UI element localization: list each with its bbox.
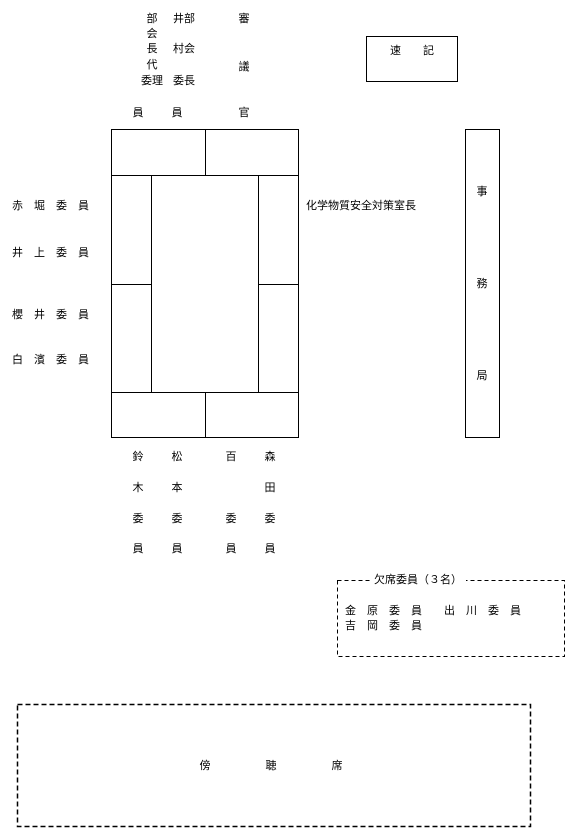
- stenographer-box: [366, 36, 458, 82]
- top-col1-line4: 代: [146, 58, 158, 71]
- bottom-m3-c3: 委: [225, 512, 237, 525]
- absent-title: 欠席委員（３名）: [370, 573, 466, 587]
- top-col1-line1: 部: [146, 12, 158, 25]
- stenographer-label: 速 記: [390, 44, 434, 57]
- bottom-m1-c2: 木: [132, 481, 144, 494]
- secretariat-char-3: 局: [476, 369, 488, 382]
- secretariat-char-2: 務: [476, 277, 488, 290]
- absent-row-1: 金 原 委 員 出 川 委 員: [345, 604, 521, 617]
- top-col2-line5: 委長: [173, 74, 195, 87]
- absent-row-2: 吉 岡 委 員: [345, 619, 422, 632]
- bottom-m4-c2: 田: [264, 481, 276, 494]
- top-col3-line7: 官: [238, 106, 250, 119]
- top-col2-line1: 井部: [173, 12, 195, 25]
- bottom-m2-c2: 本: [171, 481, 183, 494]
- gallery-box: [16, 703, 532, 828]
- bottom-m4-c4: 員: [264, 542, 276, 555]
- bottom-m4-c1: 森: [264, 450, 276, 463]
- top-col1-line7: 員: [132, 106, 144, 119]
- bottom-m2-c1: 松: [171, 450, 183, 463]
- secretariat-box: [465, 129, 500, 438]
- bottom-m2-c3: 委: [171, 512, 183, 525]
- bottom-m2-c4: 員: [171, 542, 183, 555]
- top-col2-line7: 員: [171, 106, 183, 119]
- gallery-label: 傍 聴 席: [199, 759, 343, 772]
- top-col1-line5: 委理: [141, 74, 163, 87]
- top-col3-line4: 議: [238, 60, 250, 73]
- left-member-3: 櫻 井 委 員: [12, 308, 89, 321]
- bottom-m1-c1: 鈴: [132, 450, 144, 463]
- top-col3-line1: 審: [238, 12, 250, 25]
- left-member-1: 赤 堀 委 員: [12, 199, 89, 212]
- top-col1-line3: 長: [146, 42, 158, 55]
- bottom-m4-c3: 委: [264, 512, 276, 525]
- secretariat-char-1: 事: [476, 185, 488, 198]
- bottom-m3-c1: 百: [225, 450, 237, 463]
- bottom-m3-c4: 員: [225, 542, 237, 555]
- bottom-m1-c3: 委: [132, 512, 144, 525]
- left-member-4: 白 濱 委 員: [12, 353, 89, 366]
- left-member-2: 井 上 委 員: [12, 246, 89, 259]
- top-col2-line3: 村会: [173, 42, 195, 55]
- right-official-label: 化学物質安全対策室長: [306, 199, 416, 212]
- top-col1-line2: 会: [146, 27, 158, 40]
- bottom-m1-c4: 員: [132, 542, 144, 555]
